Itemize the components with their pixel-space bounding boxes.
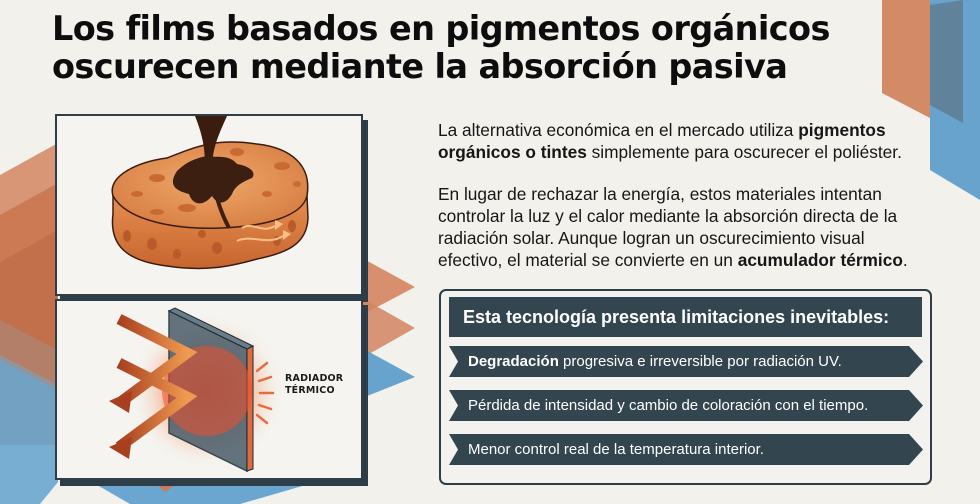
- limitation-item: Menor control real de la temperatura int…: [449, 434, 923, 465]
- page-title: Los films basados en pigmentos orgánicos…: [52, 10, 830, 86]
- chevron-banner-icon: [449, 434, 923, 465]
- limitations-box: Esta tecnología presenta limitaciones in…: [439, 289, 932, 485]
- limitations-header: Esta tecnología presenta limitaciones in…: [449, 297, 922, 337]
- radiator-label: RADIADOR TÉRMICO: [285, 373, 343, 397]
- chevron-banner-icon: [449, 346, 923, 377]
- sponge-icon: [111, 116, 309, 270]
- description-text: La alternativa económica en el mercado u…: [438, 119, 928, 291]
- title-line-1: Los films basados en pigmentos orgánicos: [52, 9, 830, 48]
- p1-highlight: pigmentos orgánicos o tintes: [438, 120, 886, 162]
- limitation-item: Degradación progresiva e irreversible po…: [449, 346, 923, 377]
- p2-text-end: .: [902, 250, 908, 270]
- chevron-banner-icon: [449, 390, 923, 421]
- limitation-1-text: progresiva e irreversible por radiación …: [558, 353, 842, 370]
- radiator-label-line-1: RADIADOR: [285, 373, 344, 384]
- p1-text-end: simplemente para oscurecer el poliéster.: [586, 142, 902, 162]
- thermal-radiator-panel: RADIADOR TÉRMICO: [55, 299, 363, 480]
- limitation-3-text: Menor control real de la temperatura int…: [468, 441, 764, 458]
- limitation-2-text: Pérdida de intensidad y cambio de colora…: [468, 397, 869, 414]
- p1-text: La alternativa económica en el mercado u…: [438, 120, 799, 140]
- title-line-2: oscurecen mediante la absorción pasiva: [52, 47, 788, 86]
- limitation-1-bold: Degradación: [468, 353, 559, 370]
- radiator-icon: [109, 307, 285, 473]
- p2-text: En lugar de rechazar la energía, estos m…: [438, 184, 898, 270]
- paragraph-2: En lugar de rechazar la energía, estos m…: [438, 183, 928, 271]
- paragraph-1: La alternativa económica en el mercado u…: [438, 119, 928, 163]
- sponge-illustration-panel: [55, 114, 363, 296]
- limitation-item: Pérdida de intensidad y cambio de colora…: [449, 390, 923, 421]
- p2-highlight: acumulador térmico: [737, 250, 903, 270]
- radiator-label-line-2: TÉRMICO: [285, 385, 335, 396]
